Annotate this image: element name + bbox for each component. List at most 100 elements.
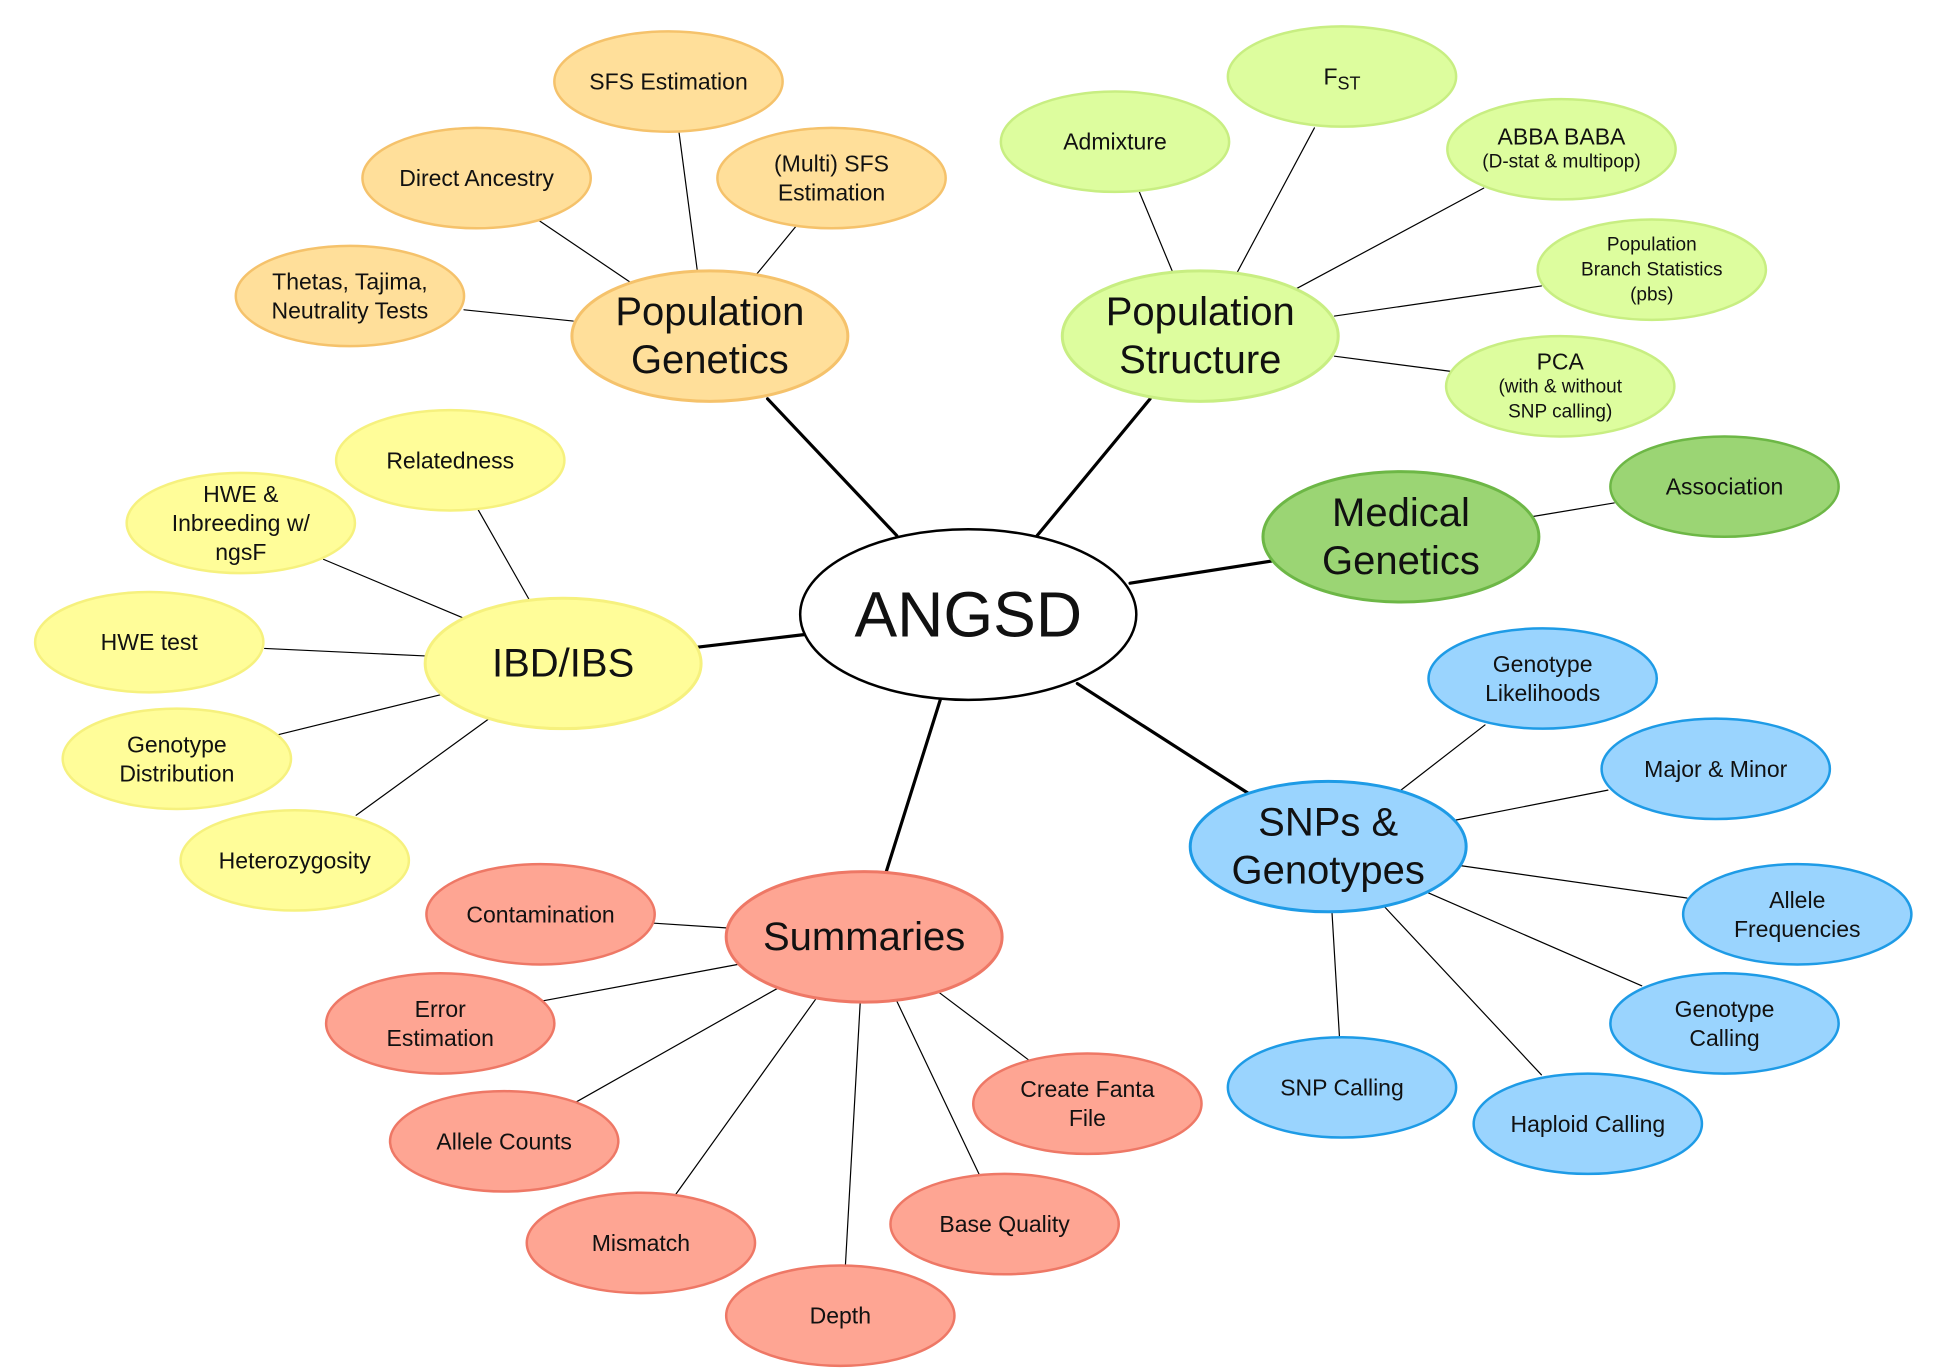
category-title: Genetics <box>1322 539 1480 583</box>
leaf-connector-population-structure <box>1333 355 1451 372</box>
leaf-label-text: Admixture <box>1063 129 1167 155</box>
root-ellipse <box>798 528 1138 702</box>
category-title-text: SNPs & <box>1258 801 1398 845</box>
leaf-label-text: Branch Statistics <box>1581 259 1723 280</box>
leaf-ellipse <box>1600 717 1832 821</box>
leaf-label: SFS Estimation <box>589 69 748 95</box>
leaf-node-summaries: Base Quality <box>889 1172 1120 1276</box>
leaf-label-text: ABBA BABA <box>1498 124 1627 150</box>
leaf-label-text: Depth <box>810 1303 871 1329</box>
leaf-label-text: Major & Minor <box>1644 756 1787 782</box>
leaf-label-text: Association <box>1666 474 1784 500</box>
leaf-label-text: (D-stat & multipop) <box>1482 151 1640 172</box>
category-title-text: Population <box>615 290 804 334</box>
leaf-label: SNP calling) <box>1508 401 1612 422</box>
connector-summaries <box>883 696 943 876</box>
leaf-label-text: Estimation <box>387 1025 494 1051</box>
category-node-summaries: Summaries <box>724 870 1004 1004</box>
leaf-label: Distribution <box>119 760 234 786</box>
leaf-connector-snps-genotypes <box>1458 864 1688 899</box>
leaf-label-text: File <box>1069 1105 1106 1131</box>
leaf-label-text: Direct Ancestry <box>399 165 554 191</box>
leaf-node-ibd-ibs: Relatedness <box>334 408 566 512</box>
leaf-label-text: PCA <box>1537 348 1585 374</box>
leaf-ellipse <box>999 90 1231 194</box>
leaf-label: Population <box>1607 234 1697 255</box>
leaf-label-text: Likelihoods <box>1485 680 1600 706</box>
category-title: Summaries <box>763 915 965 959</box>
leaf-label-text: Error <box>415 996 466 1022</box>
category-title: Genetics <box>631 338 789 382</box>
leaf-label: Mismatch <box>592 1230 690 1256</box>
leaf-label: Major & Minor <box>1644 756 1787 782</box>
leaf-label: (pbs) <box>1630 284 1673 305</box>
leaf-node-population-genetics: (Multi) SFS Estimation <box>716 126 947 230</box>
leaf-label: Depth <box>810 1303 871 1329</box>
connector-ibd-ibs <box>695 633 806 649</box>
leaf-label: Admixture <box>1063 129 1167 155</box>
leaf-connector-summaries <box>542 963 739 1002</box>
leaf-connector-ibd-ibs <box>322 558 465 619</box>
leaf-connector-snps-genotypes <box>1454 789 1609 821</box>
leaf-node-summaries: Depth <box>724 1264 956 1368</box>
leaf-label-text: F <box>1323 64 1337 90</box>
leaf-connector-population-structure <box>1138 190 1174 273</box>
category-ellipse <box>1261 470 1541 604</box>
leaf-connector-ibd-ibs <box>264 647 426 657</box>
leaf-label-text: HWE & <box>203 481 278 507</box>
leaf-label: (Multi) SFS <box>774 151 889 177</box>
leaf-node-population-genetics: SFS Estimation <box>553 30 784 133</box>
leaf-label: ABBA BABA <box>1498 124 1627 150</box>
leaf-ellipse <box>61 707 293 811</box>
leaf-node-population-genetics: Direct Ancestry <box>361 126 592 230</box>
leaf-label-text: Contamination <box>466 901 614 927</box>
leaf-ellipse <box>1427 627 1659 730</box>
leaf-ellipse <box>972 1052 1203 1156</box>
leaf-connector-summaries <box>844 998 861 1268</box>
leaf-ellipse <box>1609 972 1840 1075</box>
leaf-label: Genotype <box>1493 651 1593 677</box>
leaf-label: HWE test <box>101 629 199 655</box>
connector-medical-genetics <box>1128 559 1276 585</box>
leaf-label-text: Genotype <box>127 731 227 757</box>
leaf-connector-snps-genotypes <box>1427 892 1643 987</box>
leaf-label: Heterozygosity <box>219 847 372 873</box>
category-title-text: Summaries <box>763 915 965 959</box>
leaf-label: Likelihoods <box>1485 680 1600 706</box>
leaf-label-text: (pbs) <box>1630 284 1673 305</box>
leaf-label-text: Allele Counts <box>436 1128 572 1154</box>
leaf-label-text: Calling <box>1689 1025 1759 1051</box>
leaf-label: Genotype <box>1675 996 1775 1022</box>
leaf-label-text: Population <box>1607 234 1697 255</box>
leaf-connector-snps-genotypes <box>1382 904 1543 1076</box>
leaf-node-population-genetics: Thetas, Tajima,Neutrality Tests <box>234 244 466 348</box>
leaf-label-text: Genotype <box>1675 996 1775 1022</box>
leaf-label: Estimation <box>778 180 885 206</box>
leaf-label: Thetas, Tajima, <box>272 268 428 294</box>
leaf-label: (with & without <box>1498 376 1622 397</box>
leaf-ellipse <box>179 808 411 912</box>
category-title-text: Medical <box>1332 491 1470 535</box>
leaf-label-text: Inbreeding w/ <box>172 510 311 536</box>
category-title: Genotypes <box>1231 849 1424 893</box>
leaf-label-text: Distribution <box>119 760 234 786</box>
category-ellipse <box>423 596 703 731</box>
leaf-label: Genotype <box>127 731 227 757</box>
category-ellipse <box>1188 779 1468 914</box>
leaf-label: File <box>1069 1105 1106 1131</box>
leaf-label-text: Create Fanta <box>1020 1076 1154 1102</box>
leaf-node-summaries: Mismatch <box>525 1191 757 1295</box>
leaf-node-medical-genetics: Association <box>1609 435 1840 539</box>
leaf-connector-population-structure <box>1296 187 1485 290</box>
leaf-label-text: SFS Estimation <box>589 69 748 95</box>
leaf-ellipse <box>361 126 592 230</box>
leaf-label-subscript: ST <box>1338 74 1361 94</box>
leaf-node-population-structure: FST <box>1226 25 1458 128</box>
